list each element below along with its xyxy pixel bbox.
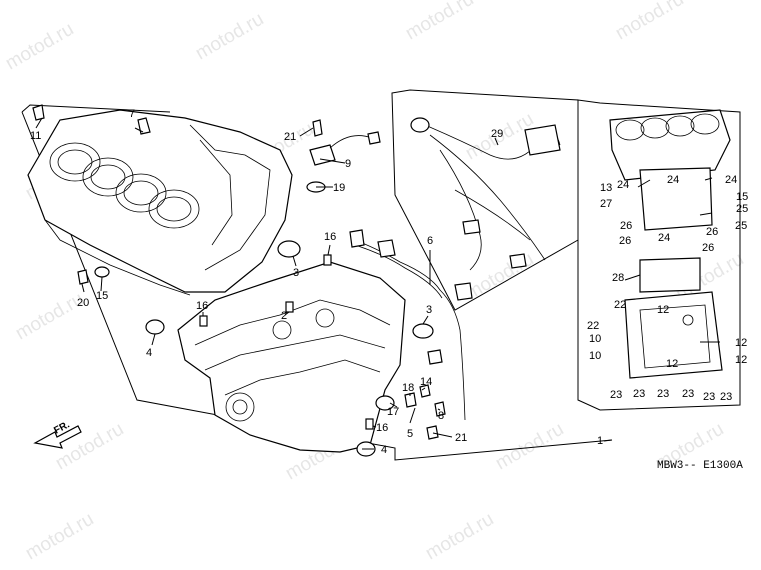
lower-crankcase (177, 261, 406, 453)
callout-22: 22 (587, 320, 599, 332)
callout-17: 17 (387, 406, 399, 418)
callout-21: 21 (284, 131, 296, 143)
callout-1: 1 (597, 435, 603, 447)
callout-21: 21 (455, 432, 467, 444)
callout-26: 26 (702, 242, 714, 254)
dowel-2 (285, 301, 294, 313)
callout-24: 24 (725, 174, 737, 186)
callout-4: 4 (381, 444, 387, 456)
callout-26: 26 (706, 226, 718, 238)
bolt-7 (137, 117, 151, 135)
callout-23: 23 (610, 389, 622, 401)
callout-10: 10 (589, 350, 601, 362)
callout-5: 5 (407, 428, 413, 440)
callout-8: 8 (438, 410, 444, 422)
callout-12: 12 (657, 304, 669, 316)
callout-18: 18 (402, 382, 414, 394)
callout-12: 12 (735, 337, 747, 349)
watermark: motod.ru (612, 0, 687, 44)
assembly-boundary-line (21, 111, 613, 461)
plug-3-right (412, 323, 434, 339)
upper-crankcase (27, 109, 293, 296)
callout-7: 7 (129, 108, 135, 120)
sensor-9 (309, 144, 336, 166)
callout-20: 20 (77, 297, 89, 309)
callout-26: 26 (619, 235, 631, 247)
bolt-8 (434, 401, 446, 417)
callout-23: 23 (720, 391, 732, 403)
callout-12: 12 (735, 354, 747, 366)
sensor-14 (419, 384, 431, 398)
callout-26: 26 (620, 220, 632, 232)
plug-3-upper (277, 240, 301, 258)
watermark: motod.ru (422, 509, 497, 565)
bolt-20 (77, 269, 89, 285)
callout-3: 3 (293, 267, 299, 279)
callout-9: 9 (345, 158, 351, 170)
callout-19: 19 (333, 182, 345, 194)
front-direction-arrow: FR. (33, 419, 82, 449)
watermark: motod.ru (22, 509, 97, 565)
callout-24: 24 (617, 179, 629, 191)
callout-29: 29 (491, 128, 503, 140)
callout-15: 15 (96, 290, 108, 302)
cylinder-group-boundary (21, 104, 171, 113)
callout-6: 6 (427, 235, 433, 247)
callout-25: 25 (735, 220, 747, 232)
washer-18 (404, 392, 417, 408)
callout-11: 11 (30, 130, 41, 142)
dowel-16-a (323, 254, 332, 266)
plug-4-left (145, 319, 165, 335)
callout-labels: 1 2 3 3 4 4 5 6 7 8 9 10 10 11 12 12 12 … (30, 108, 748, 456)
leader-lines (35, 117, 720, 450)
callout-23: 23 (657, 388, 669, 400)
callout-24: 24 (658, 232, 670, 244)
dowel-16-b (199, 315, 208, 327)
watermark: motod.ru (402, 0, 477, 44)
watermark: motod.ru (192, 9, 267, 65)
bolt-11 (32, 104, 45, 121)
callout-16: 16 (376, 422, 388, 434)
watermark: motod.ru (2, 19, 77, 75)
callout-23: 23 (633, 388, 645, 400)
diagram-code: MBW3-- E1300A (657, 460, 743, 472)
callout-12: 12 (666, 358, 678, 370)
dowel-16-c (365, 418, 374, 430)
callout-13: 13 (600, 182, 612, 194)
callout-28: 28 (612, 272, 624, 284)
callout-3: 3 (426, 304, 432, 316)
callout-4: 4 (146, 347, 152, 359)
callout-23: 23 (682, 388, 694, 400)
callout-16: 16 (196, 300, 208, 312)
callout-25: 25 (736, 203, 748, 215)
callout-15: 15 (736, 191, 748, 203)
washer-15 (94, 266, 110, 278)
bolt-21-bottom (426, 425, 439, 440)
callout-14: 14 (420, 376, 432, 388)
callout-16: 16 (324, 231, 336, 243)
bearing-17 (375, 395, 395, 411)
callout-22: 22 (614, 299, 626, 311)
callout-10: 10 (589, 333, 601, 345)
callout-23: 23 (703, 391, 715, 403)
watermark: motod.ru (462, 249, 537, 305)
callout-27: 27 (600, 198, 612, 210)
callout-24: 24 (667, 174, 679, 186)
bolt-21-top (312, 119, 323, 137)
callout-2: 2 (281, 310, 287, 322)
wire-harness-6 (349, 229, 473, 421)
oil-pan-assembly-1 (577, 99, 741, 411)
watermark: motod.ru (492, 419, 567, 475)
